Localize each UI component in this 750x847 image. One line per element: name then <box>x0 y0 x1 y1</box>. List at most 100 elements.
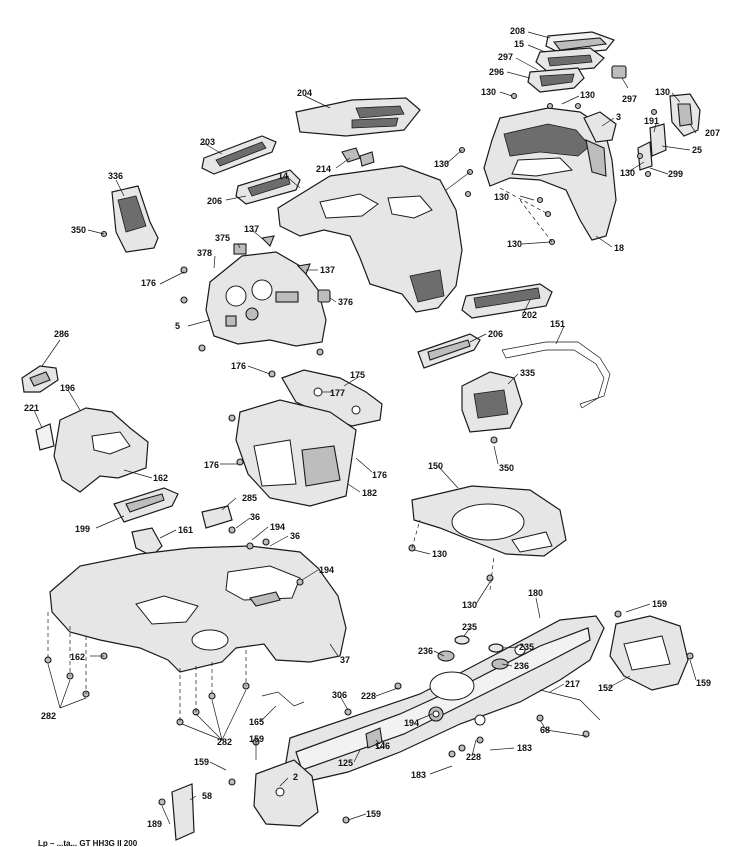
part-191-headlight-trim <box>583 111 617 143</box>
callout-159: 159 <box>194 757 209 767</box>
part-204-hood-top <box>295 97 421 137</box>
callout-37: 37 <box>340 655 350 665</box>
part-196-fender-console <box>53 407 149 493</box>
callout-36: 36 <box>290 531 300 541</box>
part-296-headlight-bracket <box>527 67 585 93</box>
part-235-bushing <box>454 635 504 653</box>
part-217-rod <box>539 689 601 721</box>
callout-189: 189 <box>147 819 162 829</box>
callout-2: 2 <box>293 772 298 782</box>
callout-335: 335 <box>520 368 535 378</box>
part-286-emblem <box>21 365 59 393</box>
callout-130: 130 <box>655 87 670 97</box>
leader-lines <box>33 31 697 825</box>
callout-204: 204 <box>297 88 312 98</box>
callout-217: 217 <box>565 679 580 689</box>
callout-159: 159 <box>249 734 264 744</box>
callout-221: 221 <box>24 403 39 413</box>
callout-137: 137 <box>244 224 259 234</box>
part-137-clips <box>260 235 311 275</box>
part-203-vent <box>201 135 277 175</box>
callout-36: 36 <box>250 512 260 522</box>
callout-228: 228 <box>361 691 376 701</box>
callout-176: 176 <box>231 361 246 371</box>
callout-336: 336 <box>108 171 123 181</box>
part-206-side-trim <box>417 333 481 369</box>
fastener-markers <box>44 92 694 824</box>
part-199-cover <box>113 487 179 523</box>
part-2-bracket <box>253 759 319 827</box>
callout-130: 130 <box>432 549 447 559</box>
part-194-nut <box>428 706 444 722</box>
part-297-bulb <box>611 65 627 79</box>
part-15-headlight-housing <box>535 47 605 73</box>
part-335-side-vent <box>461 371 523 433</box>
callout-162: 162 <box>153 473 168 483</box>
callout-182: 182 <box>362 488 377 498</box>
callout-296: 296 <box>489 67 504 77</box>
callout-161: 161 <box>178 525 193 535</box>
callout-5: 5 <box>175 321 180 331</box>
part-182-dash-lower <box>235 399 357 507</box>
callout-203: 203 <box>200 137 215 147</box>
callout-146: 146 <box>375 741 390 751</box>
part-208-headlight-lens <box>545 31 615 55</box>
callout-15: 15 <box>514 39 524 49</box>
part-206-dash-vent <box>235 169 301 205</box>
callout-228: 228 <box>466 752 481 762</box>
callout-159: 159 <box>652 599 667 609</box>
callout-58: 58 <box>202 791 212 801</box>
callout-130: 130 <box>434 159 449 169</box>
callout-130: 130 <box>481 87 496 97</box>
callout-191: 191 <box>644 116 659 126</box>
callout-150: 150 <box>428 461 443 471</box>
callout-297: 297 <box>498 52 513 62</box>
callout-214: 214 <box>316 164 331 174</box>
callout-199: 199 <box>75 524 90 534</box>
assembly-lines <box>47 187 553 722</box>
callout-130: 130 <box>462 600 477 610</box>
part-14-hood <box>277 165 463 313</box>
part-151-frame-bracket <box>501 341 611 409</box>
part-207-side-lamp <box>669 93 701 137</box>
part-202-grille <box>461 283 553 319</box>
callout-180: 180 <box>528 588 543 598</box>
footer-caption: Lp – ...ta... GT HH3G II 200 <box>38 839 138 847</box>
callout-306: 306 <box>332 690 347 700</box>
callout-183: 183 <box>411 770 426 780</box>
callout-176: 176 <box>141 278 156 288</box>
callout-350: 350 <box>499 463 514 473</box>
callout-236: 236 <box>514 661 529 671</box>
callout-236: 236 <box>418 646 433 656</box>
callout-202: 202 <box>522 310 537 320</box>
callout-162: 162 <box>70 652 85 662</box>
callout-125: 125 <box>338 758 353 768</box>
callout-130: 130 <box>580 90 595 100</box>
part-299-clip <box>637 141 653 171</box>
part-37-rear-fender <box>49 545 347 673</box>
callout-297: 297 <box>622 94 637 104</box>
callout-183: 183 <box>517 743 532 753</box>
callout-206: 206 <box>488 329 503 339</box>
part-150-floor-pan <box>411 485 567 557</box>
part-3-hood-front <box>483 107 617 241</box>
part-221-decal <box>35 423 55 451</box>
callout-235: 235 <box>519 642 534 652</box>
callout-378: 378 <box>197 248 212 258</box>
callout-196: 196 <box>60 383 75 393</box>
callout-285: 285 <box>242 493 257 503</box>
callout-208: 208 <box>510 26 525 36</box>
part-336-side-panel <box>111 185 159 253</box>
callout-159: 159 <box>366 809 381 819</box>
callout-286: 286 <box>54 329 69 339</box>
callout-165: 165 <box>249 717 264 727</box>
part-375-key <box>233 243 247 255</box>
callout-130: 130 <box>620 168 635 178</box>
callout-152: 152 <box>598 683 613 693</box>
part-146-clip <box>365 727 383 749</box>
callout-235: 235 <box>462 622 477 632</box>
callout-18: 18 <box>614 243 624 253</box>
callout-176: 176 <box>372 470 387 480</box>
callout-350: 350 <box>71 225 86 235</box>
callout-labels: 208 15 297 296 130 130 297 130 3 191 207… <box>24 26 720 829</box>
